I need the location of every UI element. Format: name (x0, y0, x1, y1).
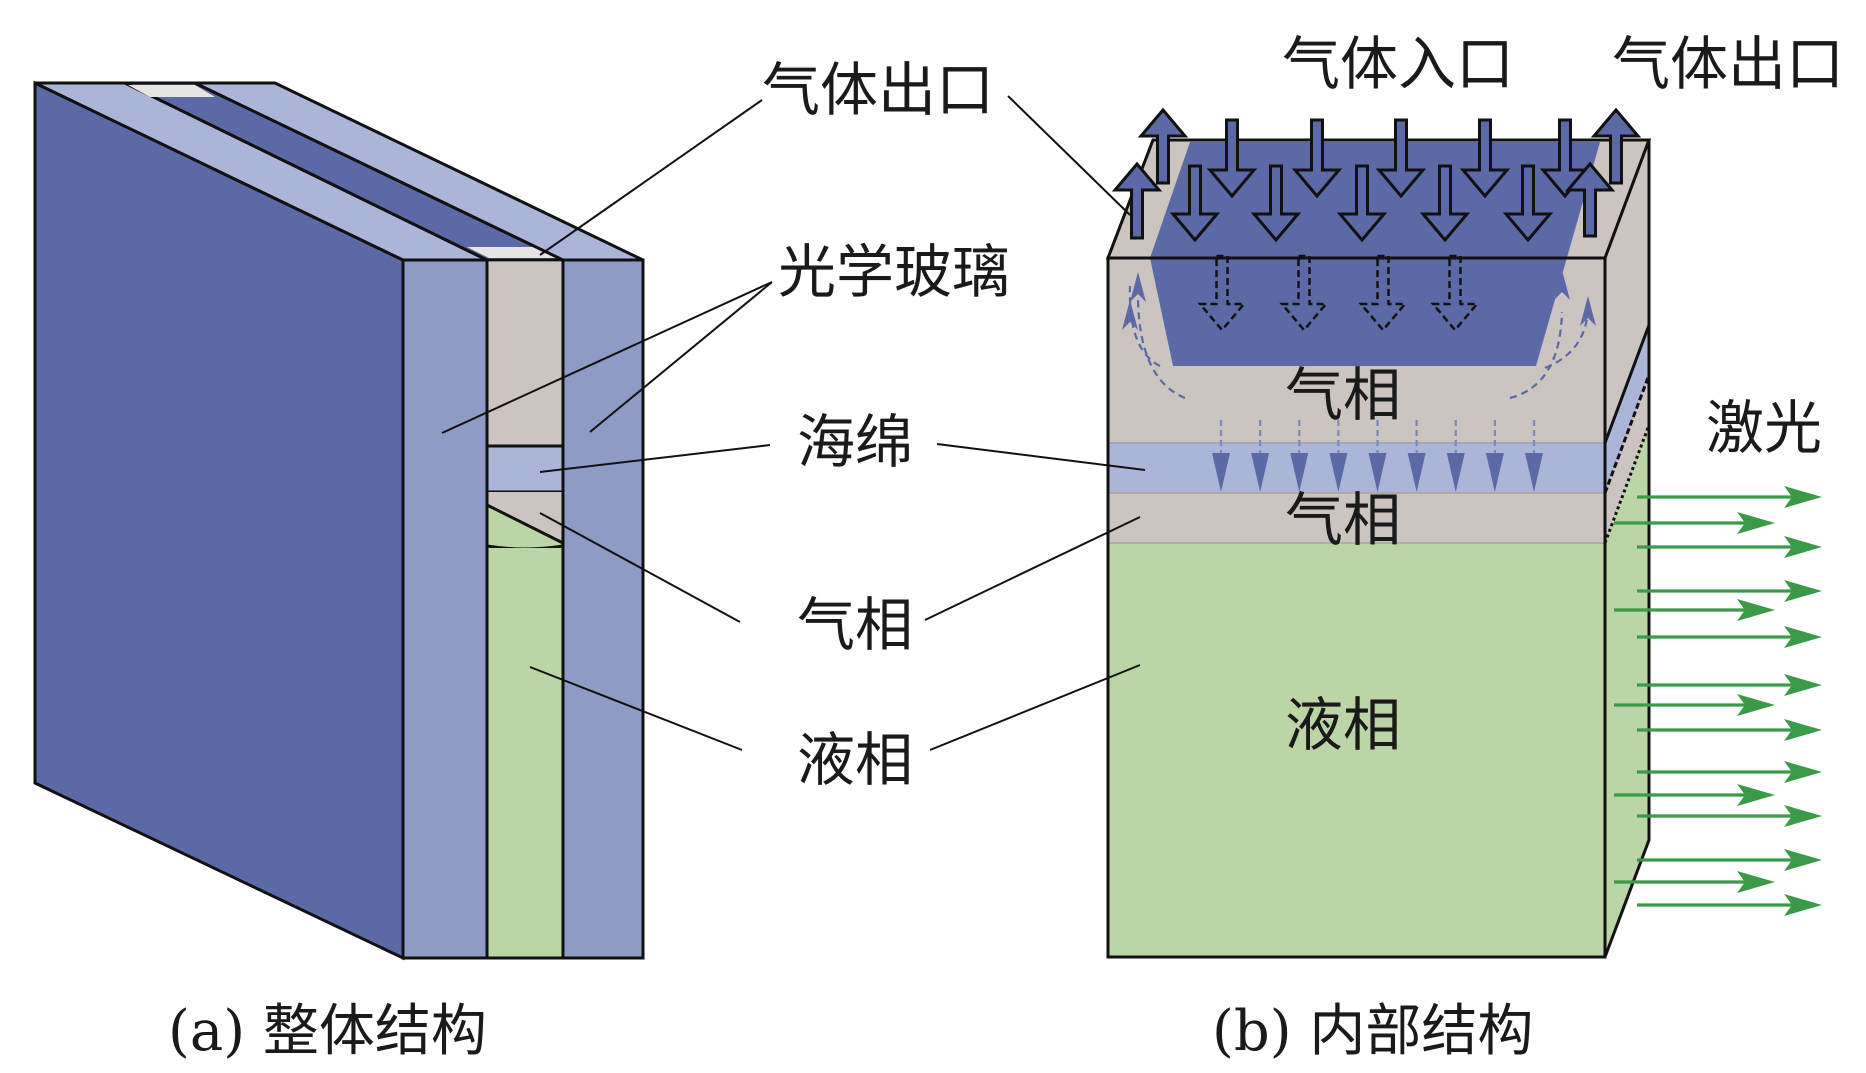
diffusion-arrow-icon (1197, 254, 1247, 332)
label-gas-phase: 气相 (797, 591, 913, 659)
inlet-arrow-icon (1169, 164, 1221, 243)
sponge-flow-arrowhead-icon (1251, 453, 1270, 492)
return-flow-curve (1509, 311, 1564, 400)
leader-liquid-a (529, 666, 743, 751)
laser-arrowhead-icon (1784, 894, 1822, 916)
outlet-arrow-icon (1111, 161, 1163, 240)
leader-lines (441, 95, 1146, 751)
label-gas-phase-lower: 气相 (1285, 486, 1401, 554)
gas-inflow-zone (1150, 142, 1600, 366)
label-optical-glass: 光学玻璃 (778, 238, 1010, 306)
flow-arrows (1111, 107, 1642, 492)
label-laser: 激光 (1706, 394, 1822, 462)
laser-arrowhead-icon (1784, 536, 1822, 558)
laser-beams (1614, 486, 1822, 916)
side-sponge-band (1605, 325, 1649, 493)
label-gas-phase-upper: 气相 (1285, 361, 1401, 429)
sponge-flow-arrowhead-icon (1485, 453, 1504, 492)
side-outline (1603, 140, 1651, 958)
leader-sponge-b (936, 443, 1146, 471)
front-liquid (1108, 543, 1605, 957)
laser-arrowhead-icon (1737, 694, 1775, 716)
inlet-arrow-icon (1502, 164, 1554, 243)
outlet-arrow-icon (1137, 107, 1189, 185)
diffusion-arrow-icon (1358, 254, 1408, 332)
caption-b: (b) 内部结构 (1212, 999, 1533, 1064)
panel-a-overall-structure (33, 80, 645, 961)
side-edge (1603, 424, 1651, 544)
laser-arrowhead-icon (1784, 580, 1822, 602)
return-flow-arrowhead-icon (1554, 270, 1570, 300)
laser-arrowhead-icon (1784, 486, 1822, 508)
label-liquid-phase-b: 液相 (1285, 691, 1401, 759)
laser-arrowhead-icon (1784, 626, 1822, 648)
leader-gas-outlet-a (539, 99, 763, 256)
sponge-flow-arrowhead-icon (1290, 453, 1309, 492)
outlet-slot-front (467, 247, 561, 258)
liquid-surface-line (486, 503, 564, 545)
front-outline (1106, 256, 1607, 959)
inlet-arrow-icon (1459, 118, 1511, 199)
leader-gas-phase-a (539, 512, 741, 623)
label-gas-inlet: 气体入口 (1282, 30, 1514, 98)
sponge-flow-arrowhead-icon (1525, 453, 1543, 492)
return-flow-curve (1136, 299, 1186, 400)
inlet-arrow-icon (1250, 164, 1302, 243)
front-liquid-region (487, 548, 563, 958)
panel-b-internal-structure (1105, 107, 1822, 959)
outlet-arrow-icon (1590, 107, 1642, 185)
laser-arrowhead-icon (1737, 512, 1775, 534)
front-face-outline (401, 258, 645, 960)
inlet-arrow-icon (1291, 118, 1343, 199)
laser-arrowhead-icon (1784, 719, 1822, 741)
front-gas-lower (1108, 493, 1605, 543)
front-gas-region (487, 262, 563, 446)
return-flow-arrowhead-icon (1122, 300, 1138, 330)
laser-arrowhead-icon (1784, 674, 1822, 696)
diffusion-arrow-icon (1279, 254, 1329, 332)
inlet-arrow-icon (1336, 164, 1388, 243)
laser-arrowhead-icon (1737, 784, 1775, 806)
label-gas-outlet: 气体出口 (762, 56, 994, 124)
outlet-slot-back (128, 85, 215, 97)
label-gas-outlet-b: 气体出口 (1612, 30, 1844, 98)
leader-glass-right (589, 281, 773, 433)
diffusion-arrow-icon (1430, 254, 1480, 332)
leader-sponge-a (539, 444, 771, 473)
label-sponge: 海绵 (797, 408, 913, 476)
side-edge (1603, 324, 1651, 444)
labels: 气体出口 光学玻璃 海绵 气相 液相 气体入口 气体出口 气相 气相 液相 激光… (168, 30, 1844, 1064)
inlet-arrow-icon (1375, 118, 1427, 199)
leader-gas-outlet-b (1007, 95, 1131, 216)
label-liquid-phase: 液相 (797, 726, 913, 794)
sponge-flow-arrowhead-icon (1368, 453, 1387, 492)
front-sponge (485, 444, 565, 494)
front-sponge-band (1108, 443, 1605, 493)
return-flow-arrowhead-icon (1580, 296, 1596, 326)
inlet-arrow-icon (1419, 164, 1471, 243)
caption-a: (a) 整体结构 (168, 999, 487, 1064)
leader-liquid-b (929, 664, 1141, 751)
laser-arrowhead-icon (1737, 871, 1775, 893)
return-flow-curve (1128, 285, 1161, 367)
laser-arrowhead-icon (1784, 805, 1822, 827)
front-glass-left (401, 258, 489, 960)
laser-arrowhead-icon (1784, 761, 1822, 783)
laser-arrowhead-icon (1784, 849, 1822, 871)
side-edge (1603, 374, 1651, 494)
side-liquid (1605, 425, 1649, 957)
front-glass-right (561, 258, 645, 960)
leader-glass-left (441, 281, 773, 434)
return-flow-arrowhead-icon (1130, 272, 1146, 302)
sponge-flow-arrowhead-icon (1407, 453, 1426, 492)
outlet-arrow-icon (1564, 161, 1616, 238)
inlet-arrow-icon (1206, 118, 1258, 199)
sponge-flow-arrowhead-icon (1212, 453, 1230, 492)
leader-gas-phase-b (924, 516, 1141, 621)
sponge-flow-arrowhead-icon (1446, 453, 1465, 492)
laser-arrowhead-icon (1737, 599, 1775, 621)
sponge-flow-arrowhead-icon (1329, 453, 1348, 492)
